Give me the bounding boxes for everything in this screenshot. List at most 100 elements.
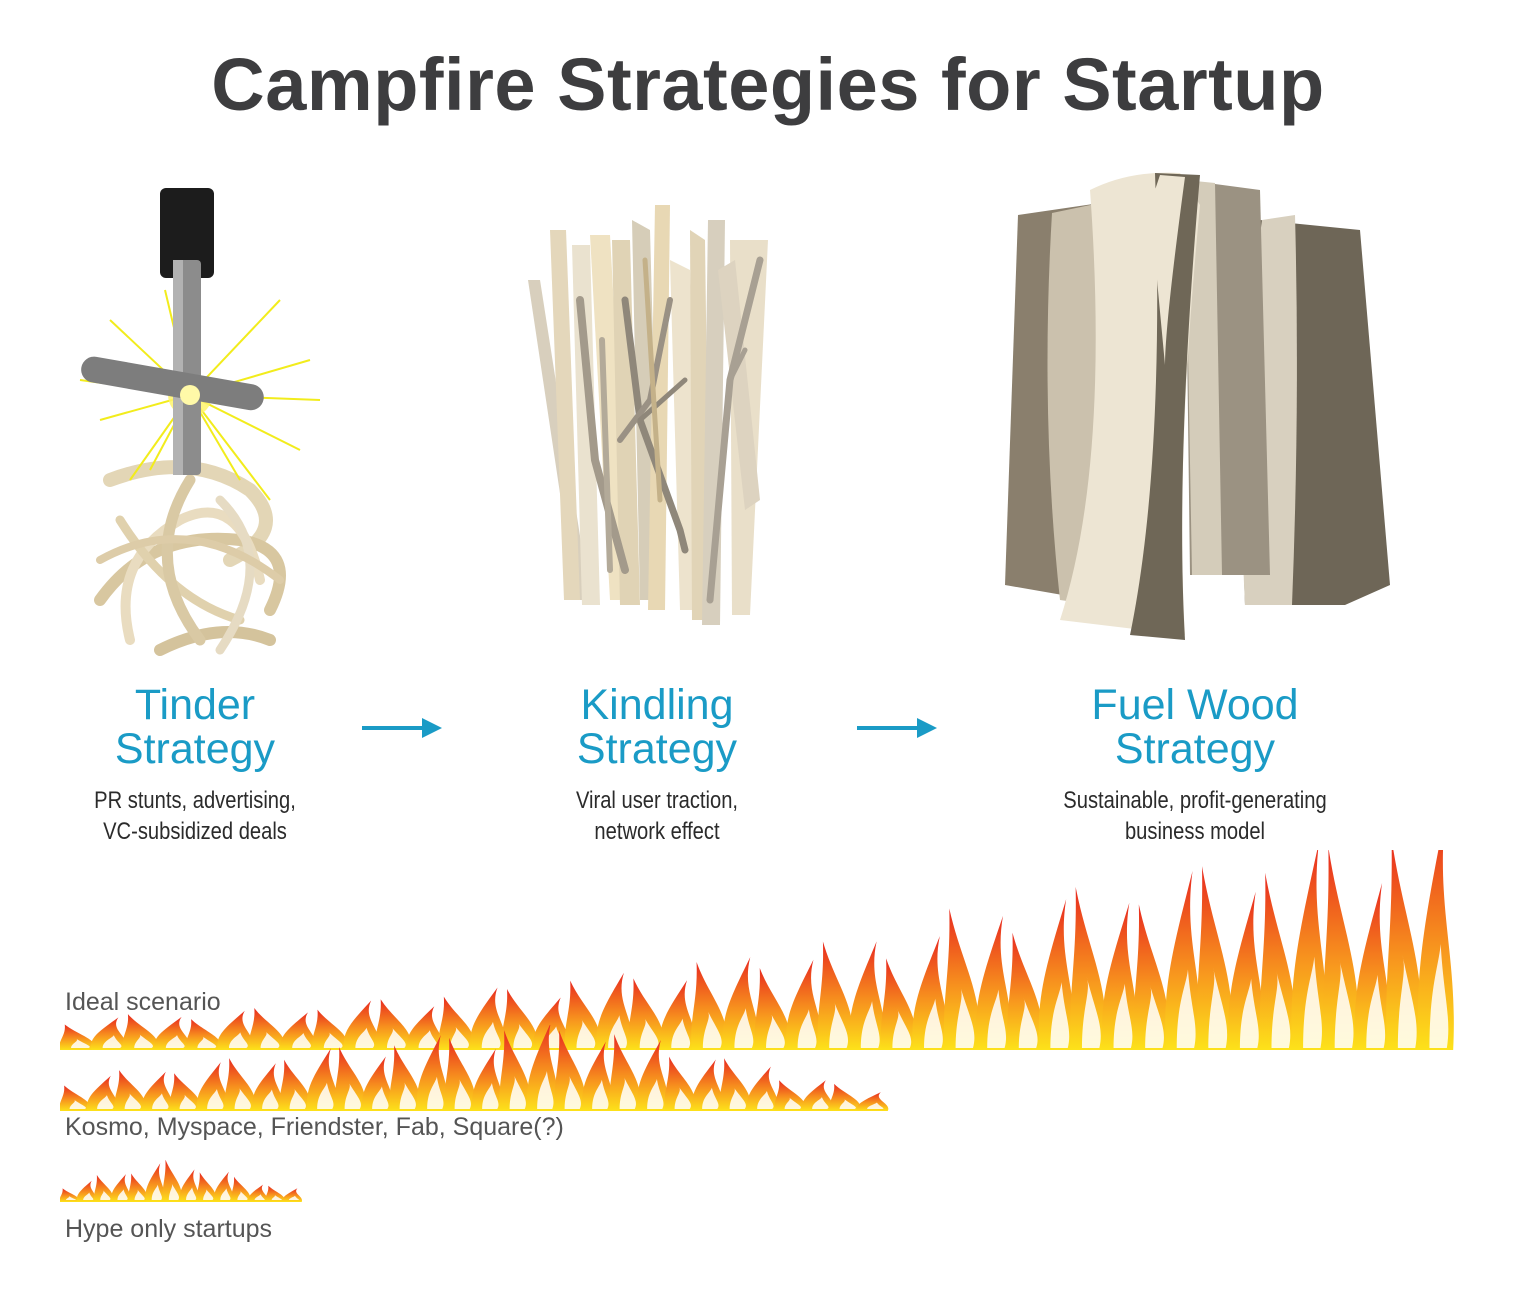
flame-highlight — [386, 1027, 406, 1048]
flame-highlight — [639, 1017, 659, 1048]
scenario-label-ideal: Ideal scenario — [65, 988, 221, 1016]
flame-tongue — [169, 1073, 201, 1111]
flame-highlight — [1081, 976, 1101, 1048]
flame-highlight — [117, 1189, 128, 1200]
stage-title-line: Strategy — [1114, 725, 1276, 773]
stage-desc-kindling: Viral user traction, network effect — [506, 785, 808, 847]
page-title: Campfire Strategies for Startup — [211, 43, 1325, 126]
flame-tongue — [829, 1083, 861, 1111]
flame-tongue — [1259, 872, 1296, 1050]
stage-title-tinder: Tinder Strategy — [45, 683, 345, 771]
flame-highlight — [1303, 956, 1322, 1048]
flame-highlight — [97, 1095, 114, 1109]
flame-tongue — [564, 980, 601, 1050]
scenario-label-kosmo: Kosmo, Myspace, Friendster, Fab, Square(… — [65, 1113, 564, 1141]
flame-highlight — [207, 1089, 224, 1109]
flame-highlight — [179, 1094, 196, 1109]
flame-highlight — [151, 1184, 162, 1200]
flame-highlight — [482, 1083, 499, 1109]
fire-bar-kosmo — [60, 1025, 889, 1111]
flame-tongue — [1070, 886, 1107, 1050]
flame-tongue — [312, 1009, 349, 1050]
flame-highlight — [576, 1018, 596, 1048]
flame-tongue — [334, 1047, 366, 1111]
flame-tongue — [60, 1024, 96, 1050]
fire-bar-hype — [60, 1160, 303, 1202]
flame-highlight — [124, 1092, 141, 1109]
fire-bar-ideal — [60, 850, 1454, 1050]
flame-tongue — [265, 1185, 285, 1202]
stage-title-line: Kindling — [580, 681, 734, 729]
flame-highlight — [1208, 967, 1228, 1048]
flame-tongue — [60, 1085, 91, 1111]
flame-highlight — [1239, 978, 1259, 1048]
flame-tongue — [719, 1058, 751, 1111]
stage-desc-line: business model — [1124, 818, 1266, 845]
flame-highlight — [220, 1188, 231, 1200]
flame-tongue — [128, 1173, 148, 1202]
flame-tongue — [1133, 904, 1170, 1050]
flame-tongue — [224, 1058, 256, 1111]
flame-highlight — [323, 1031, 343, 1048]
flame-highlight — [513, 1022, 533, 1048]
flame-tongue — [774, 1080, 806, 1111]
flame-highlight — [1018, 997, 1038, 1048]
flame-highlight — [69, 1099, 86, 1109]
flame-tongue — [60, 1188, 80, 1202]
flame-highlight — [734, 1008, 754, 1048]
scenario-label-hype: Hype only startups — [65, 1215, 273, 1243]
flame-highlight — [262, 1089, 279, 1109]
flame-highlight — [450, 1026, 469, 1048]
stage-desc-line: PR stunts, advertising, — [94, 787, 296, 814]
flame-tongue — [664, 1056, 696, 1111]
stage-desc-line: VC-subsidized deals — [103, 818, 287, 845]
flame-highlight — [418, 1030, 438, 1048]
flame-highlight — [71, 1038, 90, 1048]
flame-tongue — [1007, 932, 1044, 1050]
flame-highlight — [102, 1035, 122, 1048]
flame-tongue — [248, 1008, 285, 1050]
flame-highlight — [165, 1035, 185, 1048]
flame-highlight — [83, 1192, 94, 1200]
stage-title-line: Strategy — [576, 725, 738, 773]
flame-tongue — [817, 941, 854, 1050]
flame-highlight — [152, 1093, 169, 1109]
flame-tongue — [1322, 850, 1359, 1050]
flame-highlight — [867, 1102, 884, 1109]
flame-highlight — [812, 1097, 829, 1109]
stage-desc-fuel-wood: Sustainable, profit-generating business … — [1010, 785, 1380, 847]
flame-highlight — [288, 1195, 300, 1201]
flame-highlight — [289, 1087, 306, 1109]
flame-tongue — [114, 1070, 146, 1111]
flame-highlight — [1334, 958, 1354, 1048]
stage-desc-tinder: PR stunts, advertising, VC-subsidized de… — [44, 785, 346, 847]
flame-highlight — [1145, 984, 1164, 1048]
stage-title-kindling: Kindling Strategy — [507, 683, 807, 771]
flame-highlight — [797, 1009, 817, 1048]
flame-tongue — [501, 989, 538, 1050]
fuel-wood-logs-icon — [1005, 172, 1390, 640]
flame-highlight — [66, 1195, 77, 1201]
flame-highlight — [1271, 970, 1291, 1048]
flame-highlight — [955, 986, 975, 1048]
flame-highlight — [271, 1194, 282, 1200]
flame-highlight — [1397, 954, 1417, 1048]
flame-highlight — [237, 1190, 248, 1200]
flame-highlight — [860, 1001, 880, 1048]
flame-highlight — [234, 1087, 251, 1109]
flame-highlight — [292, 1033, 312, 1048]
lighter-spark-icon — [79, 188, 321, 656]
flame-highlight — [197, 1036, 217, 1048]
stage-title-fuel-wood: Fuel Wood Strategy — [1020, 683, 1370, 771]
flame-highlight — [702, 1010, 722, 1048]
flame-tongue — [444, 1037, 476, 1111]
flame-tongue — [943, 908, 980, 1050]
flame-highlight — [168, 1182, 180, 1200]
flame-highlight — [784, 1097, 801, 1109]
flame-tongue — [389, 1045, 421, 1111]
stage-desc-line: Viral user traction, — [575, 787, 739, 814]
arrow-right-icon — [362, 718, 442, 738]
flame-tongue — [754, 967, 791, 1050]
flame-highlight — [317, 1082, 334, 1109]
flame-highlight — [671, 1018, 691, 1048]
